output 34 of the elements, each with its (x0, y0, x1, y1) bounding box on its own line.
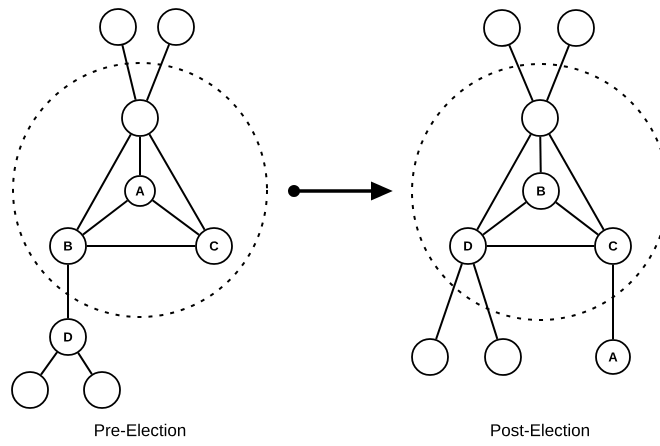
empty-circle (83, 371, 121, 409)
connector-line (548, 134, 604, 230)
caption-text: Post-Election (491, 424, 589, 436)
connector-line (539, 136, 542, 172)
connector-line (40, 352, 58, 376)
connector-line (546, 45, 570, 101)
empty-circle (521, 99, 559, 137)
empty-circle (99, 8, 137, 46)
connector-line (77, 352, 93, 375)
connector-line (152, 200, 200, 236)
empty-circle (557, 9, 595, 47)
connector-line (82, 200, 128, 236)
connector-line (486, 245, 594, 247)
empty-circle (411, 338, 449, 376)
empty-circle (121, 99, 159, 137)
connector-line (476, 134, 532, 230)
connector-line (76, 134, 132, 230)
connector-line (555, 202, 599, 236)
connector-line (508, 45, 534, 101)
connector-line (139, 136, 141, 176)
empty-circle (11, 371, 49, 409)
connector-line (146, 44, 170, 101)
caption-text: Pre-Election (95, 424, 186, 436)
connector-line (67, 264, 69, 318)
connector-line (435, 264, 463, 340)
empty-circle (483, 9, 521, 47)
connector-line (482, 202, 526, 236)
connector-line (148, 134, 206, 230)
connector-line (86, 245, 196, 247)
connector-line (472, 264, 498, 340)
connector-line (121, 45, 137, 100)
empty-circle (157, 8, 195, 46)
empty-circle (484, 338, 522, 376)
connector-line (612, 264, 614, 340)
